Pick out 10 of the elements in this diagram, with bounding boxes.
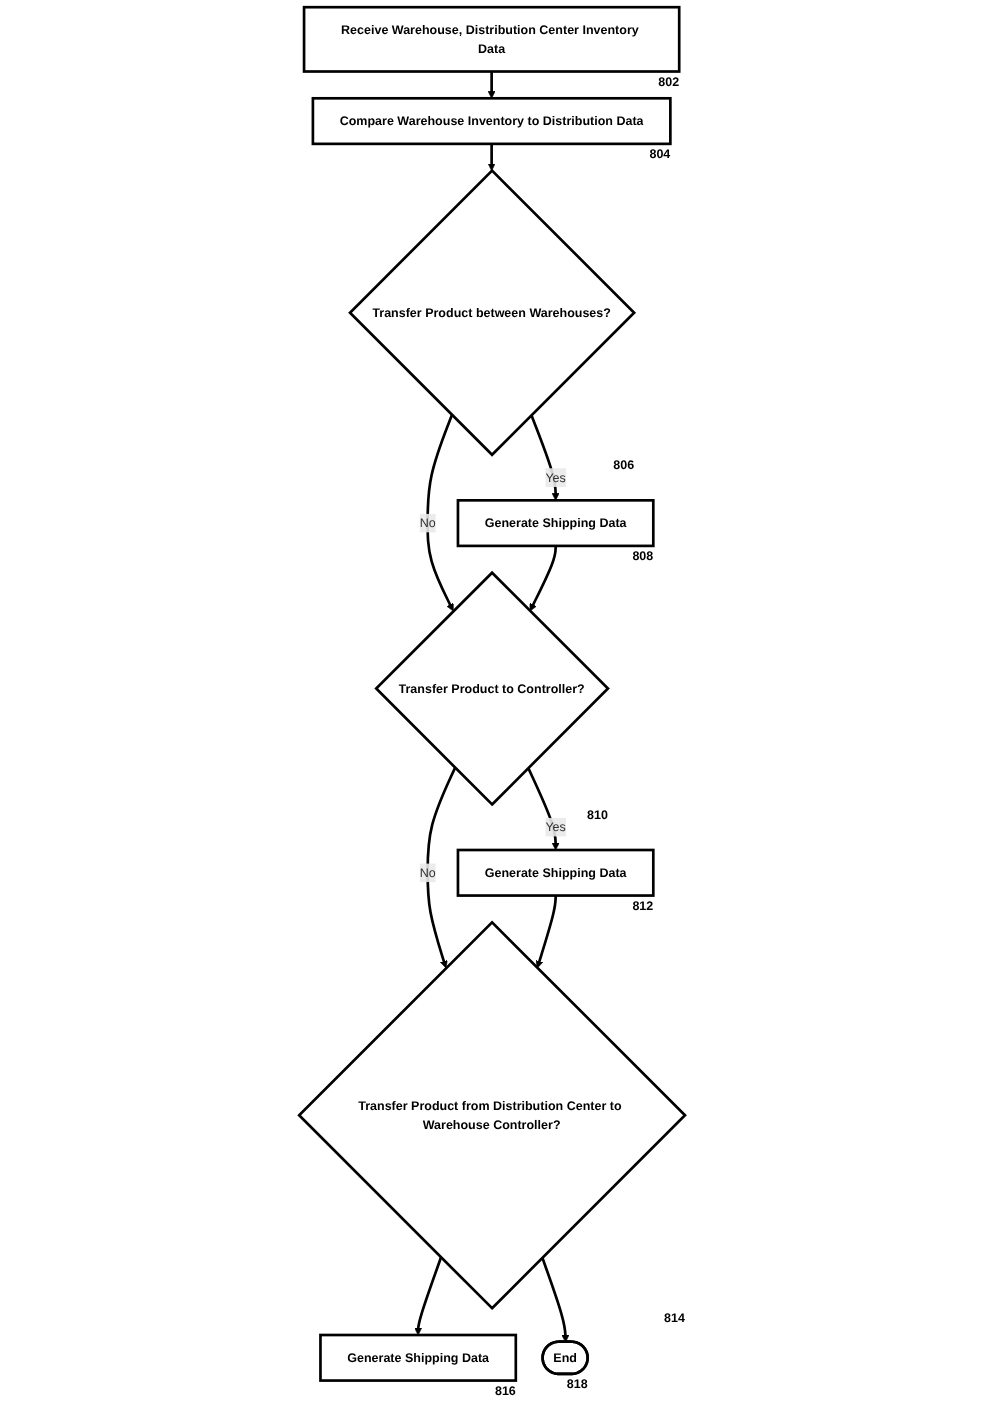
arrow xyxy=(413,1257,442,1336)
arrow xyxy=(535,895,557,969)
arrow xyxy=(425,414,454,612)
arrow xyxy=(487,71,495,99)
arrow xyxy=(487,143,495,171)
arrow xyxy=(425,767,456,969)
arrow xyxy=(526,767,559,851)
arrow xyxy=(529,545,557,612)
arrow xyxy=(540,1257,569,1343)
arrow xyxy=(529,414,559,501)
